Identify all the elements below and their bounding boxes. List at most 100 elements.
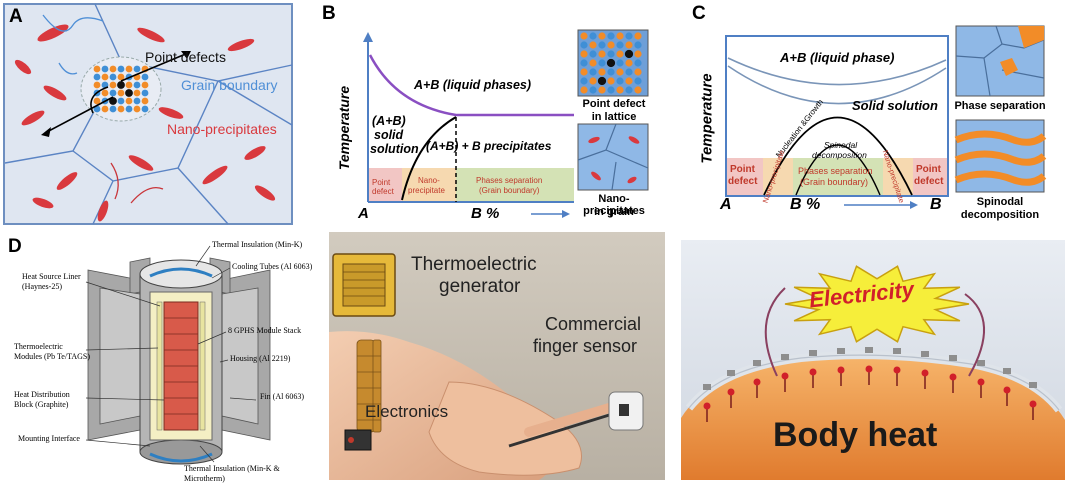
b-solid-label-3: solution bbox=[370, 142, 419, 156]
lattice-atom bbox=[580, 59, 588, 67]
te-device bbox=[977, 360, 985, 366]
panel-b-diagram bbox=[363, 29, 649, 218]
lattice-atom bbox=[607, 68, 615, 76]
c-inset2-label-2: decomposition bbox=[960, 209, 1040, 221]
te-device bbox=[893, 348, 901, 354]
lattice-atom bbox=[93, 105, 101, 113]
c-point-right-1: Point bbox=[916, 164, 941, 175]
c-liquid-label: A+B (liquid phase) bbox=[780, 50, 895, 65]
heat-dot bbox=[921, 369, 929, 377]
te-device bbox=[865, 347, 873, 353]
lattice-atom bbox=[109, 73, 117, 81]
lattice-atom bbox=[580, 86, 588, 94]
te-device bbox=[703, 384, 711, 390]
b-zone-point-2: defect bbox=[372, 187, 394, 196]
lattice-atom bbox=[634, 41, 642, 49]
wrist-photo bbox=[329, 232, 665, 480]
lattice-atom bbox=[625, 32, 633, 40]
lattice-atom bbox=[141, 81, 149, 89]
point-defect-atom bbox=[125, 89, 133, 97]
panel-c-label: C bbox=[692, 3, 706, 24]
heat-dot bbox=[703, 402, 711, 410]
point-defect-atom bbox=[117, 81, 125, 89]
rtg-left-label-0: Heat Source Liner (Haynes-25) bbox=[22, 272, 81, 291]
sensor-label-1: Commercial bbox=[545, 314, 642, 334]
lattice-atom bbox=[125, 65, 133, 73]
b-inset1-label-2: in lattice bbox=[591, 111, 637, 123]
c-inset1-label: Phase separation bbox=[954, 100, 1046, 112]
c-spinodal-label-1: Spinodal bbox=[824, 140, 858, 150]
b-precip-label: (A+B) + B precipitates bbox=[426, 139, 552, 153]
panel-a: A Point defects Grain boundary Nano-prec… bbox=[3, 3, 293, 225]
panel-b: B Temperature A+ bbox=[316, 0, 661, 226]
panel-f-label: F bbox=[681, 240, 687, 248]
point-defect-atom bbox=[606, 58, 616, 68]
body-heat-diagram bbox=[681, 240, 1065, 480]
panel-c: C Temperature bbox=[684, 0, 1065, 226]
panel-f: F Electricity Body heat bbox=[681, 240, 1065, 480]
te-device bbox=[921, 351, 929, 357]
panel-b-label: B bbox=[322, 3, 336, 24]
grain-boundary-label: Grain boundary bbox=[181, 77, 278, 93]
lattice-atom bbox=[634, 59, 642, 67]
lattice-atom bbox=[101, 89, 109, 97]
lattice-atom bbox=[589, 41, 597, 49]
b-x-a: A bbox=[358, 205, 369, 222]
c-point-right-2: defect bbox=[914, 176, 944, 187]
b-x-b: B % bbox=[471, 205, 500, 222]
lattice-atom bbox=[607, 41, 615, 49]
rtg-left-label-3: Mounting Interface bbox=[18, 434, 80, 443]
panel-d: D bbox=[0, 232, 322, 483]
c-point-left-2: defect bbox=[728, 176, 758, 187]
lattice-atom bbox=[93, 65, 101, 73]
c-phase-2: (Grain boundary) bbox=[800, 177, 869, 187]
lattice-atom bbox=[133, 81, 141, 89]
rtg-diagram bbox=[85, 245, 271, 465]
heat-dot bbox=[753, 378, 761, 386]
lattice-atom bbox=[109, 81, 117, 89]
panel-e: E Thermoelectric generator Commercial fi… bbox=[329, 232, 665, 480]
lattice-atom bbox=[117, 73, 125, 81]
lattice-atom bbox=[625, 41, 633, 49]
heat-dot bbox=[865, 365, 873, 373]
lattice-atom bbox=[109, 65, 117, 73]
lattice-atom bbox=[589, 50, 597, 58]
c-ylabel: Temperature bbox=[698, 73, 716, 164]
lattice-atom bbox=[125, 97, 133, 105]
rtg-right-label-5: Thermal Insulation (Min-K & Microtherm) bbox=[184, 464, 280, 483]
lattice-atom bbox=[616, 32, 624, 40]
c-x-b: B bbox=[930, 196, 942, 213]
lattice-atom bbox=[589, 68, 597, 76]
lattice-atom bbox=[616, 50, 624, 58]
lattice-atom bbox=[634, 68, 642, 76]
b-liquid-label: A+B (liquid phases) bbox=[414, 78, 532, 92]
b-inset2-label-2: in grain bbox=[594, 206, 634, 218]
c-point-left-1: Point bbox=[730, 164, 755, 175]
lattice-atom bbox=[580, 41, 588, 49]
lattice-atom bbox=[117, 65, 125, 73]
b-zone-phase-2: (Grain boundary) bbox=[479, 186, 540, 195]
sensor-label-2: finger sensor bbox=[533, 336, 638, 356]
lattice-atom bbox=[93, 73, 101, 81]
c-spinodal-label-2: decomposition bbox=[812, 150, 867, 160]
lattice-atom bbox=[141, 105, 149, 113]
rtg-left-label-1: Thermoelectric Modules (Pb Te/TAGS) bbox=[14, 342, 90, 361]
lattice-atom bbox=[616, 77, 624, 85]
c-x-a: A bbox=[720, 196, 732, 213]
lattice-atom bbox=[634, 50, 642, 58]
lattice-atom bbox=[598, 59, 606, 67]
lattice-atom bbox=[580, 68, 588, 76]
lattice-atom bbox=[607, 32, 615, 40]
b-solid-label-2: solid bbox=[374, 128, 404, 142]
lattice-atom bbox=[616, 59, 624, 67]
lattice-atom bbox=[625, 59, 633, 67]
lattice-atom bbox=[589, 86, 597, 94]
heat-dot bbox=[1003, 386, 1011, 394]
rtg-right-label-1: Cooling Tubes (Al 6063) bbox=[232, 262, 313, 271]
lattice-atom bbox=[598, 41, 606, 49]
c-x-mid: B % bbox=[790, 196, 821, 213]
heat-dot bbox=[809, 368, 817, 376]
te-device bbox=[837, 348, 845, 354]
lattice-atom bbox=[580, 32, 588, 40]
b-zone-point-1: Point bbox=[372, 178, 391, 187]
